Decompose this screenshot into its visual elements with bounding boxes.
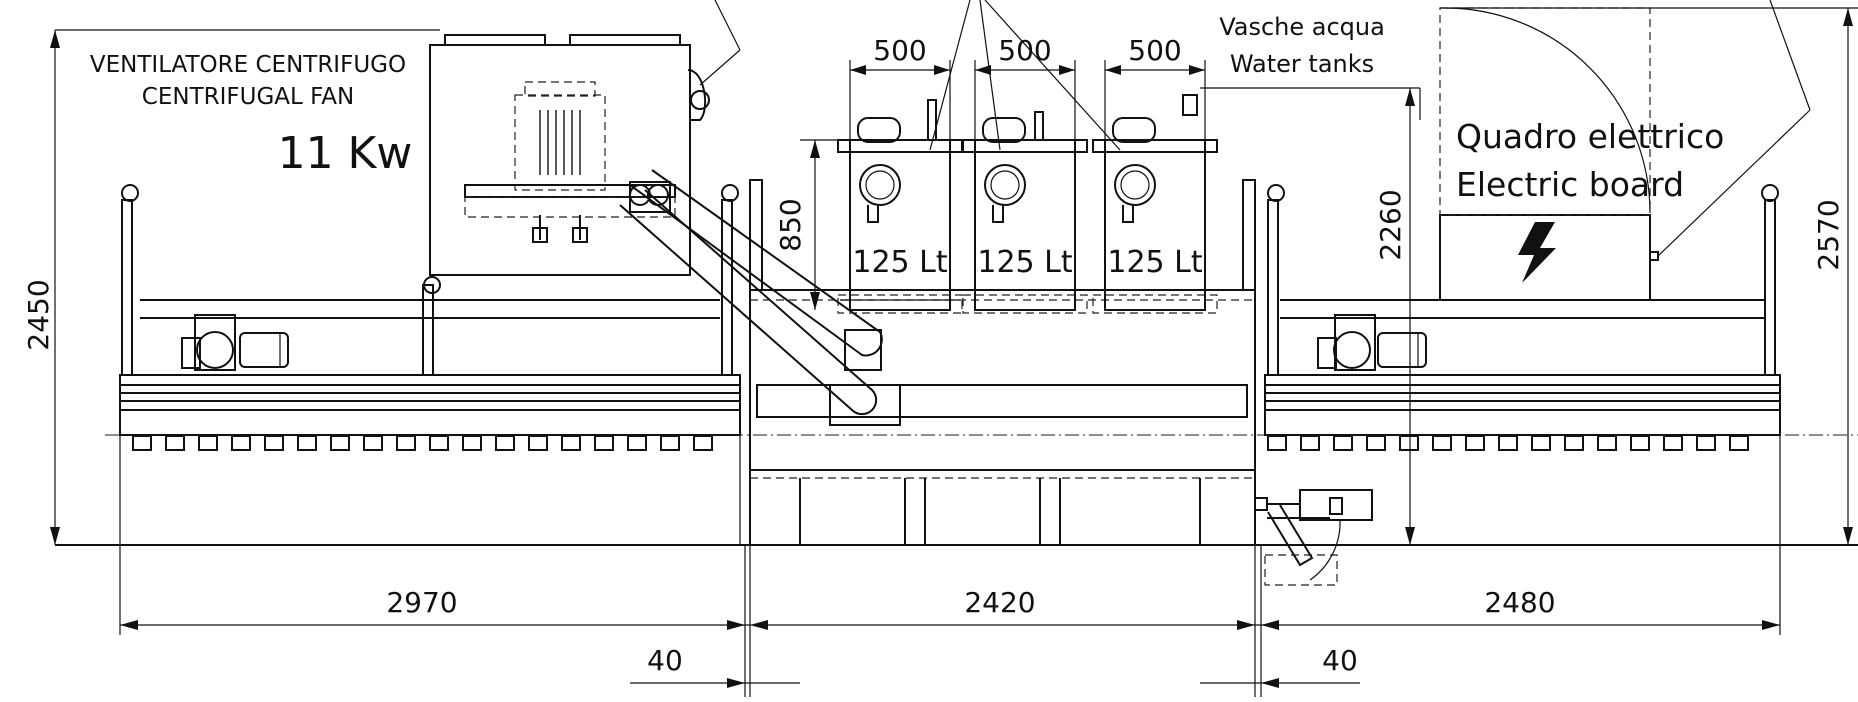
right-roller-row — [1267, 435, 1749, 451]
conveyor-roller — [1597, 435, 1617, 451]
conveyor-roller — [363, 435, 383, 451]
tank-2 — [962, 111, 1088, 314]
conveyor-roller — [1564, 435, 1584, 451]
conveyor-roller — [561, 435, 581, 451]
conveyor-roller — [1333, 435, 1353, 451]
dim-gap-left: 40 — [647, 644, 683, 677]
conveyor-roller — [1366, 435, 1386, 451]
centrifugal-fan-unit — [423, 34, 710, 294]
dim-tank-width-1: 500 — [873, 34, 926, 67]
tank-capacity-2: 125 Lt — [977, 245, 1073, 280]
dim-board-height: 2260 — [1374, 189, 1407, 260]
conveyor-roller — [132, 435, 152, 451]
electric-board — [1439, 0, 1811, 301]
conveyor-roller — [396, 435, 416, 451]
tanks-label-it: Vasche acqua — [1219, 13, 1385, 41]
right-drive-motor — [1317, 314, 1427, 371]
middle-tank-section — [749, 179, 1256, 546]
dim-right-height: 2570 — [1812, 199, 1845, 270]
conveyor-roller — [693, 435, 713, 451]
conveyor-roller — [330, 435, 350, 451]
conveyor-roller — [1663, 435, 1683, 451]
tank-capacity-3: 125 Lt — [1107, 245, 1203, 280]
conveyor-roller — [495, 435, 515, 451]
conveyor-roller — [1432, 435, 1452, 451]
water-tanks — [837, 94, 1218, 314]
conveyor-roller — [462, 435, 482, 451]
left-conveyor — [119, 184, 741, 545]
conveyor-roller — [1465, 435, 1485, 451]
dim-gap-right: 40 — [1322, 644, 1358, 677]
conveyor-roller — [1498, 435, 1518, 451]
dim-section-middle: 2420 — [964, 586, 1035, 619]
conveyor-roller — [165, 435, 185, 451]
right-conveyor — [1264, 184, 1781, 545]
dim-section-left: 2970 — [386, 586, 457, 619]
board-label-it: Quadro elettrico — [1456, 117, 1724, 156]
conveyor-roller — [627, 435, 647, 451]
conveyor-roller — [1630, 435, 1650, 451]
conveyor-roller — [1267, 435, 1287, 451]
conveyor-roller — [1300, 435, 1320, 451]
conveyor-roller — [1399, 435, 1419, 451]
tank-1 — [837, 99, 963, 314]
left-roller-row — [132, 435, 713, 451]
conveyor-roller — [528, 435, 548, 451]
board-label-en: Electric board — [1456, 165, 1684, 204]
conveyor-roller — [660, 435, 680, 451]
conveyor-roller — [1531, 435, 1551, 451]
tank-capacity-1: 125 Lt — [852, 245, 948, 280]
dim-tank-height: 850 — [774, 198, 807, 251]
dim-tank-width-3: 500 — [1128, 34, 1181, 67]
left-drive-motor — [181, 314, 289, 371]
fan-power-label: 11 Kw — [278, 128, 413, 179]
lightning-bolt-icon — [1518, 222, 1556, 283]
conveyor-roller — [198, 435, 218, 451]
dimension-lines — [50, 7, 1858, 697]
tank-3 — [1092, 94, 1218, 314]
conveyor-roller — [594, 435, 614, 451]
conveyor-roller — [1696, 435, 1716, 451]
dim-left-height: 2450 — [22, 279, 55, 350]
outlet-device — [1254, 489, 1373, 586]
dim-tank-width-2: 500 — [998, 34, 1051, 67]
conveyor-roller — [1729, 435, 1749, 451]
fan-label-it: VENTILATORE CENTRIFUGO — [90, 52, 406, 78]
conveyor-roller — [297, 435, 317, 451]
tanks-label-en: Water tanks — [1230, 50, 1374, 78]
dim-section-right: 2480 — [1484, 586, 1555, 619]
conveyor-roller — [429, 435, 449, 451]
leader-lines — [699, 0, 1421, 151]
conveyor-roller — [264, 435, 284, 451]
conveyor-roller — [231, 435, 251, 451]
fan-label-en: CENTRIFUGAL FAN — [142, 84, 354, 110]
